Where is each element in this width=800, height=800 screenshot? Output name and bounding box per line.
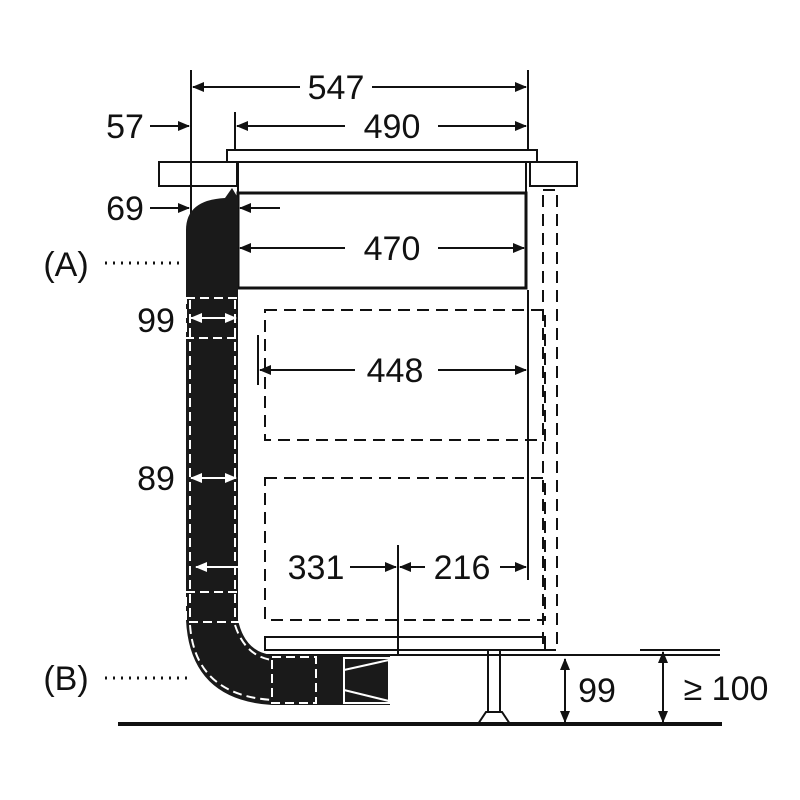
dim-center-to-back: 216: [434, 549, 491, 587]
dimension-arrows: [105, 82, 720, 723]
dim-hob-width: 490: [364, 108, 421, 146]
drawers: [264, 189, 558, 651]
countertop: [158, 161, 578, 187]
dim-duct-to-center: 331: [288, 549, 345, 587]
dim-duct-offset: 69: [106, 190, 144, 228]
dim-overall-width: 547: [308, 69, 365, 107]
dim-duct-width: 99: [137, 302, 175, 340]
dim-left-offset: 57: [106, 108, 144, 146]
dim-plinth-height: 99: [578, 672, 616, 710]
dim-min-clearance: ≥ 100: [684, 670, 769, 708]
dim-body-width: 470: [364, 230, 421, 268]
dim-inner-width: 448: [367, 352, 424, 390]
dim-duct-depth: 89: [137, 460, 175, 498]
label-a: (A): [43, 246, 88, 284]
air-duct: [185, 188, 390, 705]
label-b: (B): [43, 660, 88, 698]
